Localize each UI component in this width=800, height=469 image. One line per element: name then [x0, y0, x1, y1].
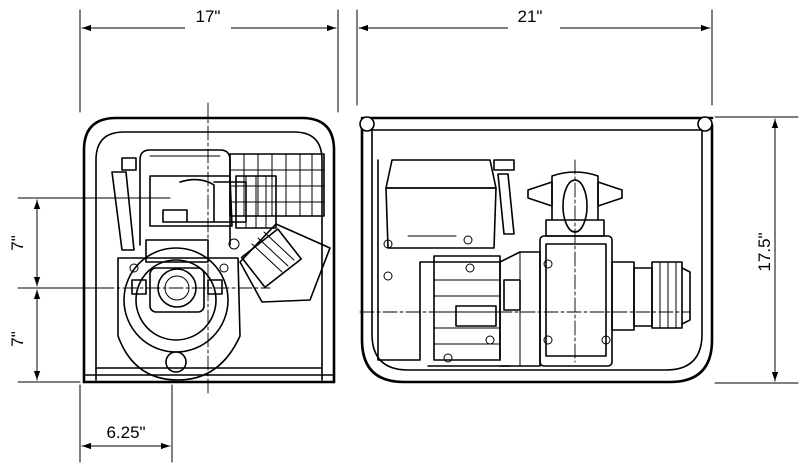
side-height-label: 17.5"	[755, 232, 774, 271]
lower-height-label: 7"	[8, 331, 27, 347]
dimension-front-width: 17"	[79, 7, 339, 113]
dimension-inlet-heights: 7" 7"	[5, 197, 171, 383]
dimension-side-width: 21"	[356, 7, 713, 106]
upper-height-label: 7"	[8, 235, 27, 251]
dimension-side-height: 17.5"	[714, 116, 799, 384]
side-width-label: 21"	[518, 7, 543, 26]
front-view	[82, 102, 336, 396]
dimension-outlet-offset: 6.25"	[79, 384, 173, 463]
outlet-offset-label: 6.25"	[106, 423, 145, 442]
front-width-label: 17"	[196, 7, 221, 26]
side-view	[359, 116, 714, 384]
